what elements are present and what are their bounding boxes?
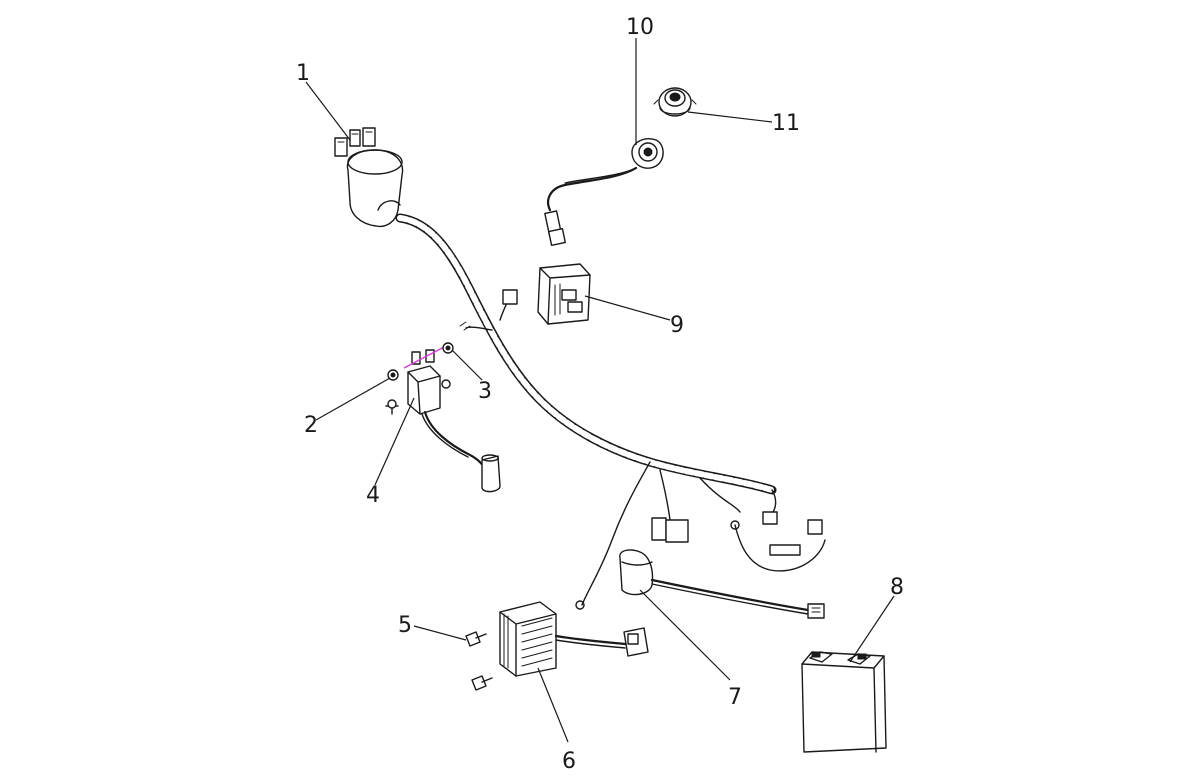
callout-7: 7 <box>728 685 742 710</box>
callout-11: 11 <box>772 111 800 136</box>
part-9-cdi-unit <box>537 263 591 325</box>
part-2-nut <box>385 369 399 415</box>
part-1-starter-relay <box>334 127 404 228</box>
leader-11 <box>687 111 773 123</box>
callout-1: 1 <box>296 61 310 86</box>
leader-5 <box>413 625 467 641</box>
callout-2: 2 <box>304 413 318 438</box>
main-wiring-harness <box>395 213 826 610</box>
callout-6: 6 <box>562 749 576 774</box>
harness-connector <box>651 517 667 541</box>
leader-8 <box>849 595 895 663</box>
part-11-power-socket <box>653 87 697 117</box>
part-7-starter-relay <box>619 549 825 619</box>
callout-10: 10 <box>626 15 654 40</box>
leader-6 <box>537 667 569 743</box>
callout-9: 9 <box>670 313 684 338</box>
callout-4: 4 <box>366 483 380 508</box>
harness-connector <box>762 511 778 525</box>
callout-3: 3 <box>478 379 492 404</box>
harness-connector <box>665 519 689 543</box>
leader-9 <box>584 295 671 321</box>
part-10-ignition-switch <box>544 138 664 247</box>
leader-4 <box>374 397 415 486</box>
part-4-ignition-coil <box>407 349 501 493</box>
callout-8: 8 <box>890 575 904 600</box>
part-5-bolt <box>465 631 493 691</box>
part-8-battery <box>801 651 887 753</box>
part-3-washer <box>441 342 454 389</box>
harness-connector <box>502 289 518 305</box>
harness-fuse <box>769 544 801 556</box>
leader-1 <box>305 81 351 141</box>
harness-connector <box>807 519 823 535</box>
leader-3 <box>451 349 483 381</box>
callout-5: 5 <box>398 613 412 638</box>
coil-highlight-wire <box>403 345 447 369</box>
leader-7 <box>639 589 731 681</box>
leader-2 <box>315 377 391 421</box>
part-6-voltage-regulator <box>499 601 649 677</box>
